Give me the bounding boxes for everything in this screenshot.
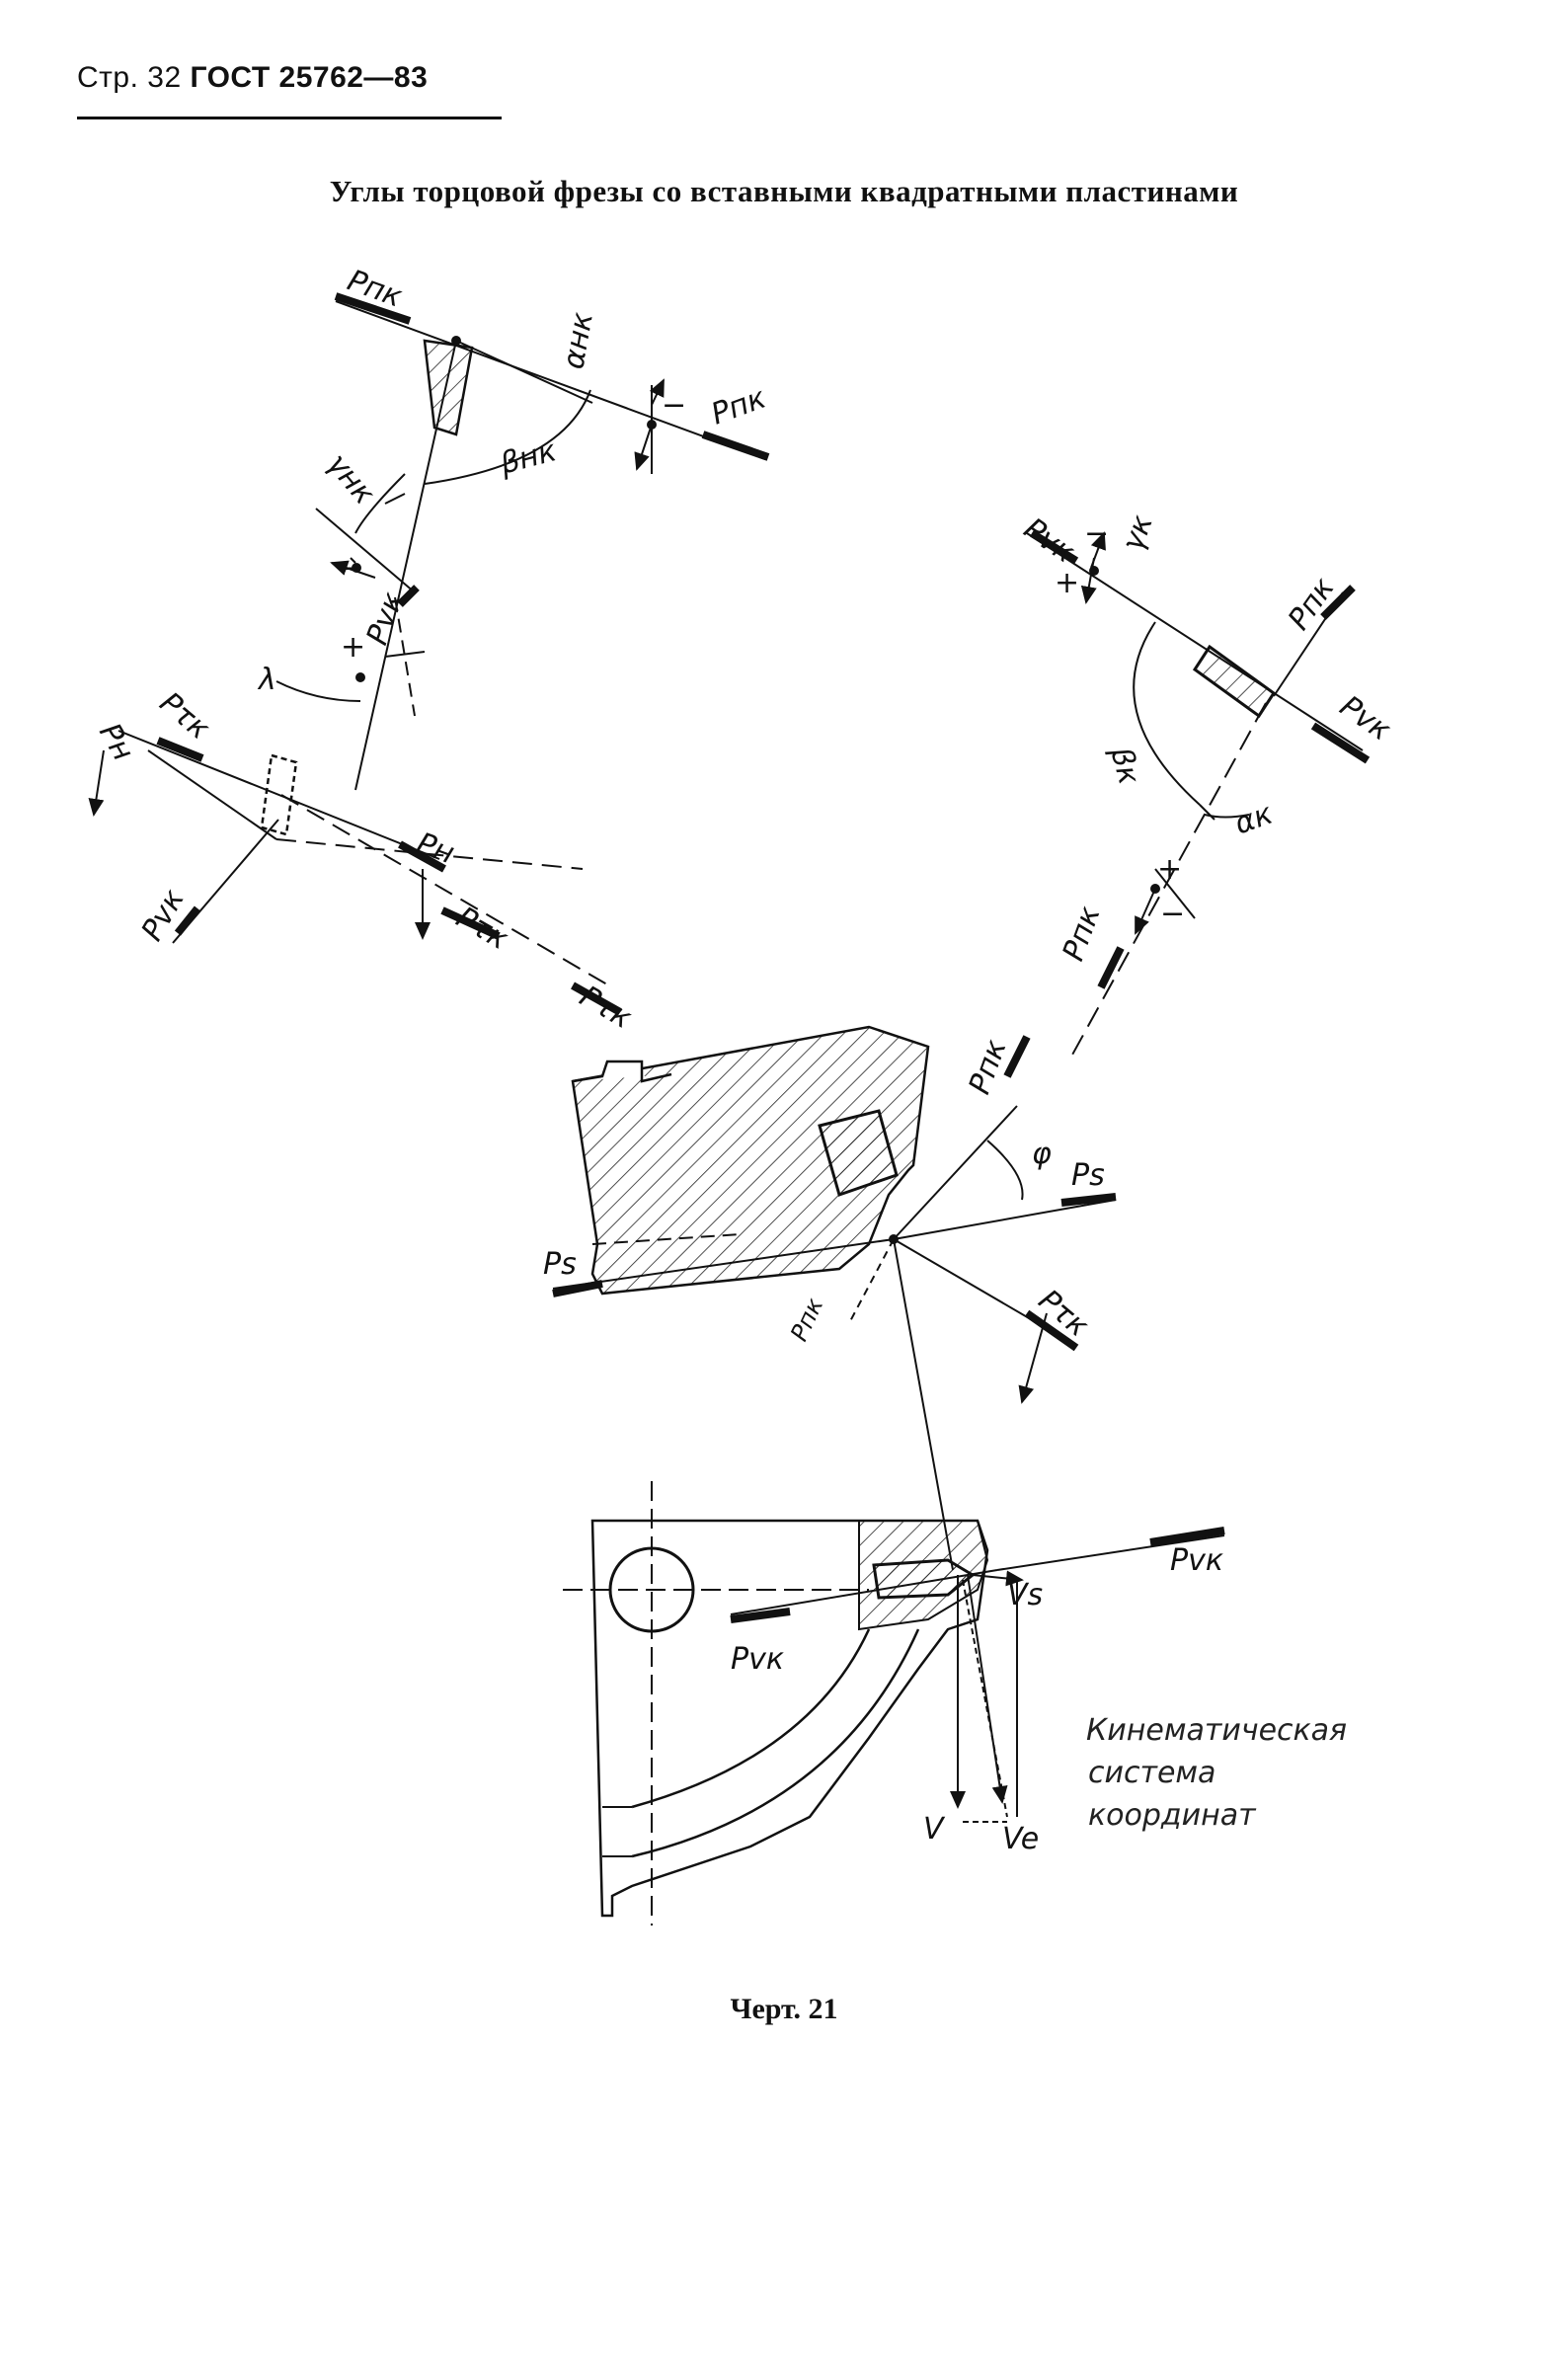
drawing-title: Углы торцовой фрезы со вставными квадрат… [329, 174, 1239, 208]
label-ps-right: Ps [1071, 1158, 1105, 1193]
label-minus-top: − [662, 388, 686, 423]
label-pvk-plan-right: Pvк [1170, 1543, 1223, 1578]
label-pnk-faint: Pпк [785, 1294, 828, 1346]
top-insert-view [334, 292, 770, 791]
label-alpha-nk: αнк [556, 310, 599, 372]
label-pn-left: Pн [92, 718, 140, 767]
label-alpha-k: αк [1230, 797, 1278, 842]
right-insert-view [1003, 529, 1371, 1078]
label-pnk-mid-right: Pпк [1057, 902, 1108, 965]
label-gamma-nk: γнк [320, 447, 381, 511]
label-pnk-center: Pпк [963, 1035, 1014, 1098]
cutter-plan-view [563, 1481, 1225, 1926]
label-pn-mid: Pн [412, 826, 458, 872]
label-minus-rt: − [1160, 897, 1185, 931]
note-line-2: система [1088, 1756, 1215, 1790]
label-pvk-plan-left: Pvк [731, 1642, 784, 1677]
left-lambda-view [275, 493, 426, 717]
cutter-body-section [552, 1025, 1117, 1571]
label-pnk-top-right: Pпк [707, 381, 770, 432]
label-plus-left: + [341, 630, 365, 665]
note-line-3: координат [1088, 1798, 1257, 1833]
left-insert-view [88, 730, 622, 1016]
label-lambda: λ [257, 663, 276, 697]
label-vs: Vs [1007, 1578, 1043, 1612]
label-plus-rt: + [1157, 852, 1182, 887]
label-minus-left: − [336, 551, 360, 586]
label-phi: φ [1032, 1137, 1052, 1171]
label-gamma-k: γк [1116, 511, 1160, 556]
page-number: Стр. 32 [77, 61, 182, 94]
label-beta-nk: βнк [496, 433, 560, 482]
label-ps-left: Ps [543, 1247, 577, 1282]
label-ptk-left: Pτк [153, 685, 216, 747]
label-pnk-right: Pпк [1282, 572, 1342, 637]
page-header: Стр. 32 ГОСТ 25762—83 [77, 61, 428, 95]
label-v: V [923, 1812, 946, 1847]
label-pvk-far-right: Pvк [1333, 689, 1396, 748]
header-rule [77, 117, 502, 119]
label-pvk-left: Pvк [360, 588, 411, 650]
label-ve: Ve [1002, 1822, 1039, 1856]
label-ptk-mid: Pτк [450, 901, 514, 957]
figure-caption: Черт. 21 [730, 1993, 838, 2025]
label-pvk-bottom-left: Pvк [135, 884, 192, 947]
label-beta-k: βк [1103, 743, 1146, 788]
label-minus-right: − [1084, 516, 1109, 551]
label-plus-right: + [1055, 566, 1079, 600]
note-line-1: Кинематическая [1086, 1713, 1347, 1748]
standard-number: ГОСТ 25762—83 [190, 61, 429, 94]
